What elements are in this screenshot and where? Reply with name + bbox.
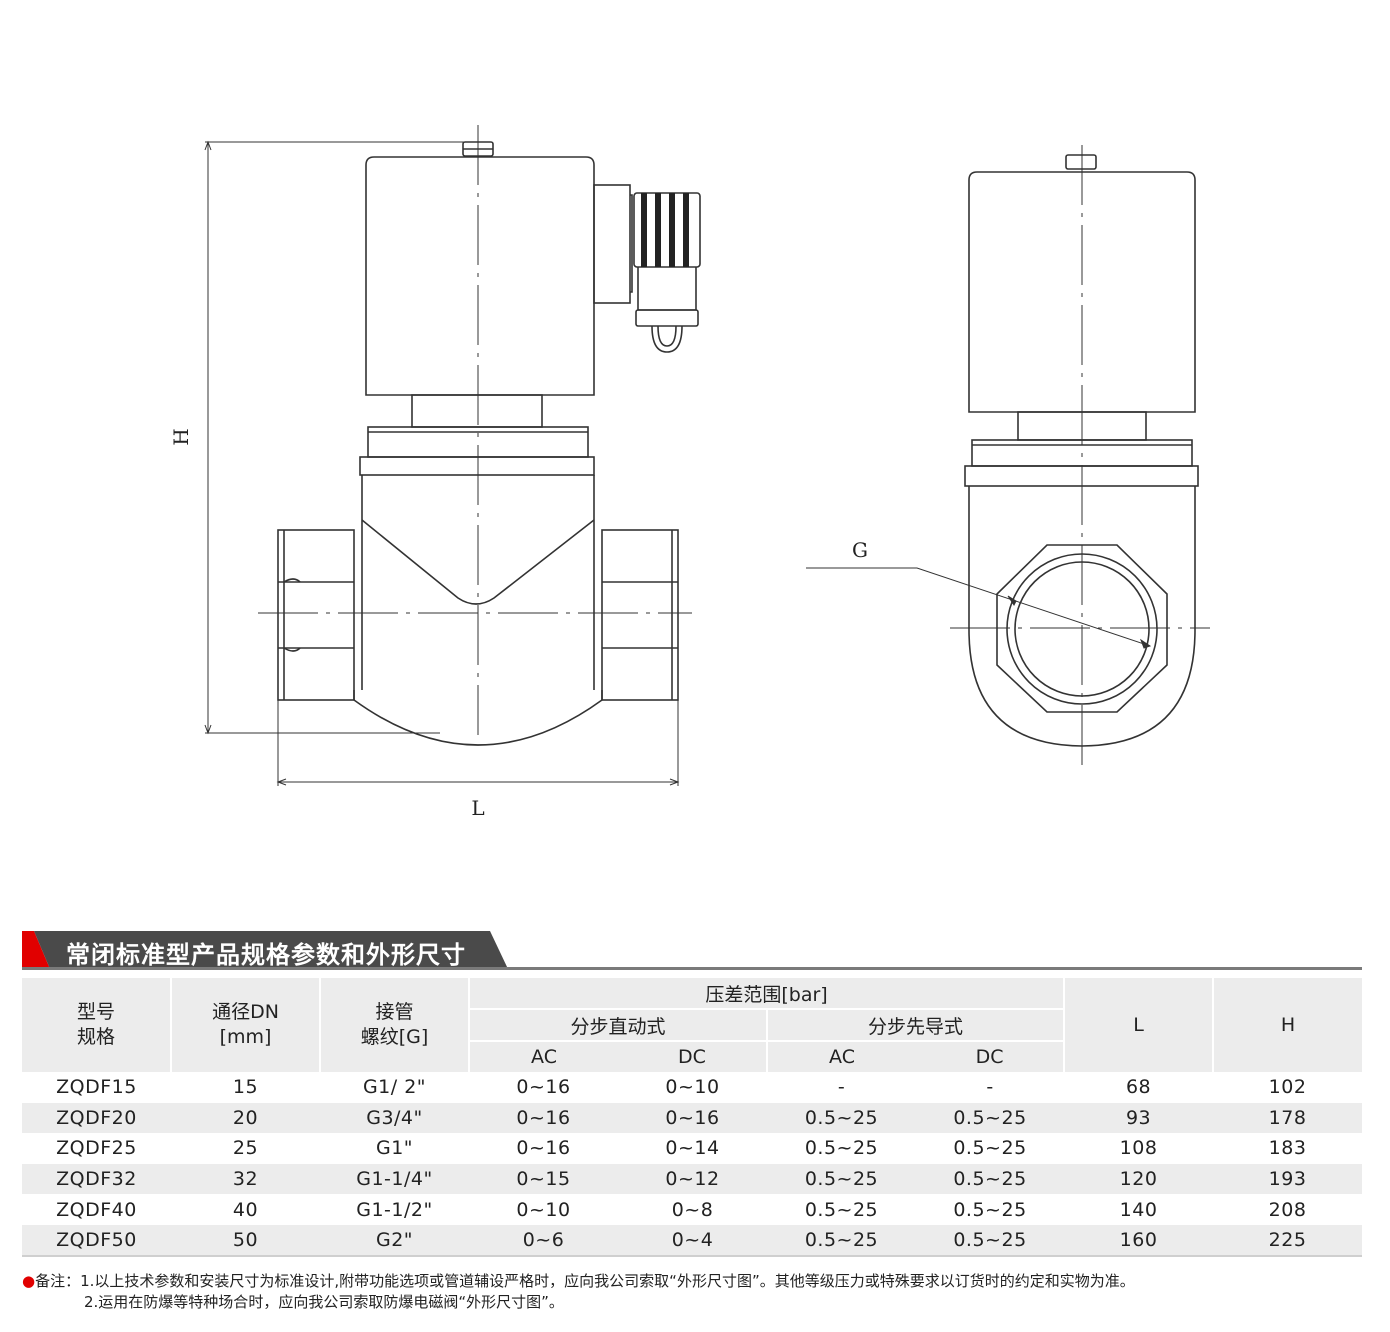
cell-pilot-dc: 0.5~25 xyxy=(916,1163,1065,1195)
cell-l: 140 xyxy=(1119,1198,1158,1221)
cell-dn: 40 xyxy=(232,1198,259,1221)
cell-direct-dc: 0~12 xyxy=(618,1163,767,1195)
bullet-icon: ● xyxy=(22,1272,36,1290)
table-row: ZQDF25 25 G1" 0~16 0~14 0.5~25 0.5~25 10… xyxy=(22,1133,1362,1164)
cell-l: 68 xyxy=(1125,1076,1152,1099)
dim-label-h: H xyxy=(169,428,193,445)
header-h: H xyxy=(1212,978,1363,1072)
cell-h: 225 xyxy=(1213,1224,1363,1256)
cell-thread: G1/ 2" xyxy=(362,1076,427,1099)
header-direct: 分步直动式 xyxy=(468,1009,767,1042)
header-dn: 通径DN [mm] xyxy=(170,978,320,1072)
cell-model: ZQDF20 xyxy=(22,1102,171,1134)
table-row: ZQDF40 40 G1-1/2" 0~10 0~8 0.5~25 0.5~25… xyxy=(22,1194,1362,1225)
spec-table: 型号 规格 通径DN [mm] 接管 螺纹[G] 压差范围[bar] L H 分… xyxy=(22,978,1363,1256)
header-pilot: 分步先导式 xyxy=(765,1009,1065,1042)
cell-pilot-dc: 0.5~25 xyxy=(916,1102,1065,1134)
cell-dn: 32 xyxy=(171,1163,320,1195)
cell-thread: G1" xyxy=(375,1137,414,1160)
table-row: ZQDF50 50 G2" 0~6 0~4 0.5~25 0.5~25 160 … xyxy=(22,1224,1363,1256)
cell-pilot-dc: 0.5~25 xyxy=(916,1224,1065,1256)
cell-model: ZQDF15 xyxy=(56,1076,137,1099)
header-dn-line1: 通径DN xyxy=(212,1001,279,1023)
cell-thread: G2" xyxy=(320,1224,469,1256)
cell-direct-dc: 0~10 xyxy=(665,1076,720,1099)
cell-dn: 20 xyxy=(171,1102,320,1134)
header-dc-pilot: DC xyxy=(916,1041,1065,1072)
cell-l: 108 xyxy=(1119,1137,1158,1160)
cell-direct-dc: 0~4 xyxy=(618,1224,767,1256)
cell-direct-ac: 0~15 xyxy=(469,1163,618,1195)
cell-l: 93 xyxy=(1064,1102,1214,1134)
note-line-1: ●备注：1.以上技术参数和安装尺寸为标准设计,附带功能选项或管道辅设严格时，应向… xyxy=(22,1271,1135,1292)
cell-direct-ac: 0~6 xyxy=(469,1224,618,1256)
cell-model: ZQDF50 xyxy=(22,1224,171,1256)
cell-pilot-dc: 0.5~25 xyxy=(953,1198,1027,1221)
cell-pilot-ac: 0.5~25 xyxy=(804,1198,879,1221)
cell-pilot-ac: 0.5~25 xyxy=(767,1163,916,1195)
note-line-2: 2.运用在防爆等特种场合时，应向我公司索取防爆电磁阀“外形尺寸图”。 xyxy=(22,1292,1135,1313)
cell-h: 193 xyxy=(1213,1163,1363,1195)
header-model-line1: 型号 xyxy=(76,1001,115,1023)
header-dc-direct: DC xyxy=(618,1041,767,1072)
side-view xyxy=(806,145,1210,770)
cell-pilot-ac: 0.5~25 xyxy=(767,1102,916,1134)
cell-h: 178 xyxy=(1213,1102,1363,1134)
valve-technical-drawing: H L G xyxy=(169,125,1210,820)
cell-direct-ac: 0~10 xyxy=(516,1198,571,1221)
header-ac-direct: AC xyxy=(468,1041,618,1072)
cell-direct-ac: 0~16 xyxy=(516,1076,571,1099)
cell-pilot-ac: 0.5~25 xyxy=(767,1224,916,1256)
plug-connector xyxy=(633,192,701,353)
section-header: 常闭标准型产品规格参数和外形尺寸 xyxy=(22,931,1362,971)
dim-label-l: L xyxy=(471,796,484,820)
cell-l: 160 xyxy=(1064,1224,1214,1256)
section-header-banner xyxy=(22,931,1362,970)
header-dn-line2: [mm] xyxy=(219,1026,272,1048)
cell-dn: 25 xyxy=(232,1137,259,1160)
header-ac-pilot: AC xyxy=(766,1041,916,1072)
header-l: L xyxy=(1063,978,1214,1072)
table-body: ZQDF15 15 G1/ 2" 0~16 0~10 - - 68 102 ZQ… xyxy=(22,1072,1363,1256)
cell-l: 120 xyxy=(1064,1163,1214,1195)
cell-direct-dc: 0~16 xyxy=(618,1102,767,1134)
table-row: ZQDF15 15 G1/ 2" 0~16 0~10 - - 68 102 xyxy=(22,1072,1362,1103)
cell-h: 208 xyxy=(1268,1198,1307,1221)
cell-direct-dc: 0~14 xyxy=(665,1137,720,1160)
cell-pilot-ac: 0.5~25 xyxy=(804,1137,879,1160)
cell-thread: G3/4" xyxy=(320,1102,469,1134)
header-thread: 接管 螺纹[G] xyxy=(319,978,469,1072)
cell-pilot-dc: 0.5~25 xyxy=(953,1137,1027,1160)
header-thread-line2: 螺纹[G] xyxy=(360,1026,429,1048)
header-model: 型号 规格 xyxy=(22,978,171,1072)
front-view xyxy=(204,125,701,786)
table-header: 型号 规格 通径DN [mm] 接管 螺纹[G] 压差范围[bar] L H 分… xyxy=(22,978,1363,1072)
table-bottom-rule xyxy=(22,1255,1362,1257)
table-row: ZQDF32 32 G1-1/4" 0~15 0~12 0.5~25 0.5~2… xyxy=(22,1163,1363,1195)
cell-h: 102 xyxy=(1268,1076,1307,1099)
header-pressure: 压差范围[bar] xyxy=(467,978,1065,1010)
cell-thread: G1-1/2" xyxy=(356,1198,433,1221)
cell-model: ZQDF25 xyxy=(56,1137,137,1160)
note-text-1: 备注：1.以上技术参数和安装尺寸为标准设计,附带功能选项或管道辅设严格时，应向我… xyxy=(35,1272,1135,1290)
notes: ●备注：1.以上技术参数和安装尺寸为标准设计,附带功能选项或管道辅设严格时，应向… xyxy=(22,1271,1135,1313)
cell-model: ZQDF40 xyxy=(56,1198,137,1221)
cell-direct-ac: 0~16 xyxy=(469,1102,618,1134)
cell-model: ZQDF32 xyxy=(22,1163,171,1195)
cell-pilot-ac: - xyxy=(837,1076,846,1099)
table-row: ZQDF20 20 G3/4" 0~16 0~16 0.5~25 0.5~25 … xyxy=(22,1102,1363,1134)
note-text-2: 2.运用在防爆等特种场合时，应向我公司索取防爆电磁阀“外形尺寸图”。 xyxy=(84,1293,564,1311)
cell-dn: 50 xyxy=(171,1224,320,1256)
cell-direct-ac: 0~16 xyxy=(516,1137,571,1160)
cell-direct-dc: 0~8 xyxy=(671,1198,714,1221)
cell-h: 183 xyxy=(1268,1137,1307,1160)
dim-label-g: G xyxy=(852,538,868,562)
section-title: 常闭标准型产品规格参数和外形尺寸 xyxy=(66,941,466,969)
header-thread-line1: 接管 xyxy=(375,1001,414,1023)
header-model-line2: 规格 xyxy=(76,1026,115,1048)
cell-thread: G1-1/4" xyxy=(320,1163,469,1195)
cell-dn: 15 xyxy=(232,1076,259,1099)
cell-pilot-dc: - xyxy=(986,1076,994,1099)
